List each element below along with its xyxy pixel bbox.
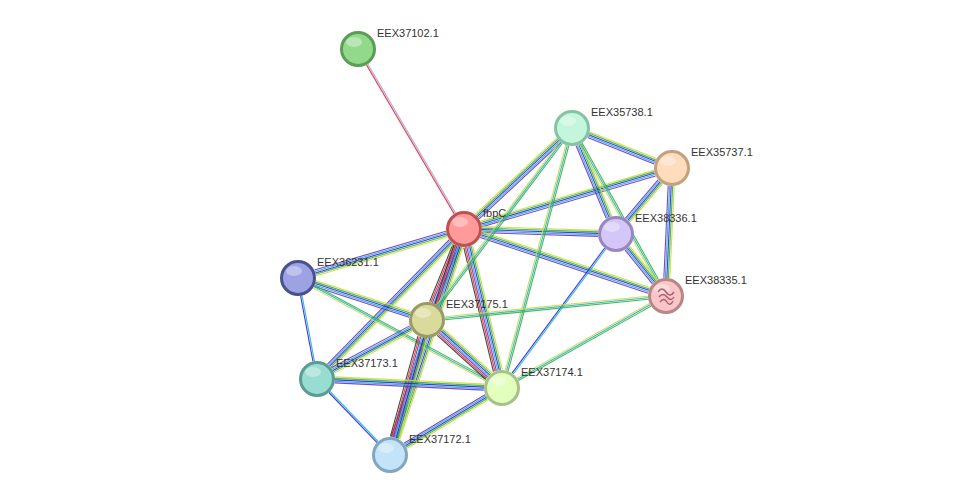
node-label: EEX37102.1 xyxy=(377,27,439,39)
node-circle xyxy=(446,211,482,247)
node-label: EEX36231.1 xyxy=(317,256,379,268)
node-label: EEX37172.1 xyxy=(409,433,471,445)
node-circle xyxy=(372,437,408,473)
protein-node: EEX35738.1 xyxy=(554,110,590,146)
node-circle xyxy=(554,110,590,146)
interaction-edge xyxy=(664,186,674,278)
interaction-edge xyxy=(301,296,315,362)
interaction-edge xyxy=(329,391,378,442)
interaction-edge xyxy=(517,303,651,380)
node-circle xyxy=(409,302,445,338)
protein-node: EEX35737.1 xyxy=(654,150,690,186)
node-label: EEX37174.1 xyxy=(521,366,583,378)
interaction-edge xyxy=(314,231,447,276)
node-label: EEX37173.1 xyxy=(336,357,398,369)
interaction-edge xyxy=(588,132,657,164)
interaction-edge xyxy=(331,326,412,373)
node-label: EEX38336.1 xyxy=(635,212,697,224)
protein-node: fbpC xyxy=(446,211,482,247)
interaction-edge xyxy=(314,281,411,318)
interaction-edge xyxy=(445,296,648,319)
interaction-edge xyxy=(475,138,561,219)
node-circle xyxy=(484,370,520,406)
node-label: EEX38335.1 xyxy=(685,274,747,286)
node-circle xyxy=(280,260,316,296)
node-circle xyxy=(648,278,684,314)
interaction-edge xyxy=(366,64,455,214)
node-label: fbpC xyxy=(483,207,506,219)
node-circle xyxy=(340,31,376,67)
interaction-edge xyxy=(404,395,488,449)
protein-node: EEX37173.1 xyxy=(299,361,335,397)
protein-node: EEX37172.1 xyxy=(372,437,408,473)
interaction-edge xyxy=(437,329,491,379)
protein-node: EEX37102.1 xyxy=(340,31,376,67)
protein-node: EEX37174.1 xyxy=(484,370,520,406)
node-label: EEX35738.1 xyxy=(591,106,653,118)
protein-node: EEX37175.1 xyxy=(409,302,445,338)
interaction-edge xyxy=(335,377,484,390)
protein-node: EEX36231.1 xyxy=(280,260,316,296)
interaction-edge xyxy=(625,246,657,284)
interaction-edge xyxy=(576,143,612,218)
node-label: EEX37175.1 xyxy=(446,298,508,310)
node-label: EEX35737.1 xyxy=(691,146,753,158)
node-circle xyxy=(598,216,634,252)
node-circle xyxy=(654,150,690,186)
protein-node: EEX38335.1 xyxy=(648,278,684,314)
interaction-edge xyxy=(482,227,598,237)
interaction-edge xyxy=(505,145,569,371)
node-circle xyxy=(299,361,335,397)
interaction-edge xyxy=(437,141,563,306)
protein-node: EEX38336.1 xyxy=(598,216,634,252)
